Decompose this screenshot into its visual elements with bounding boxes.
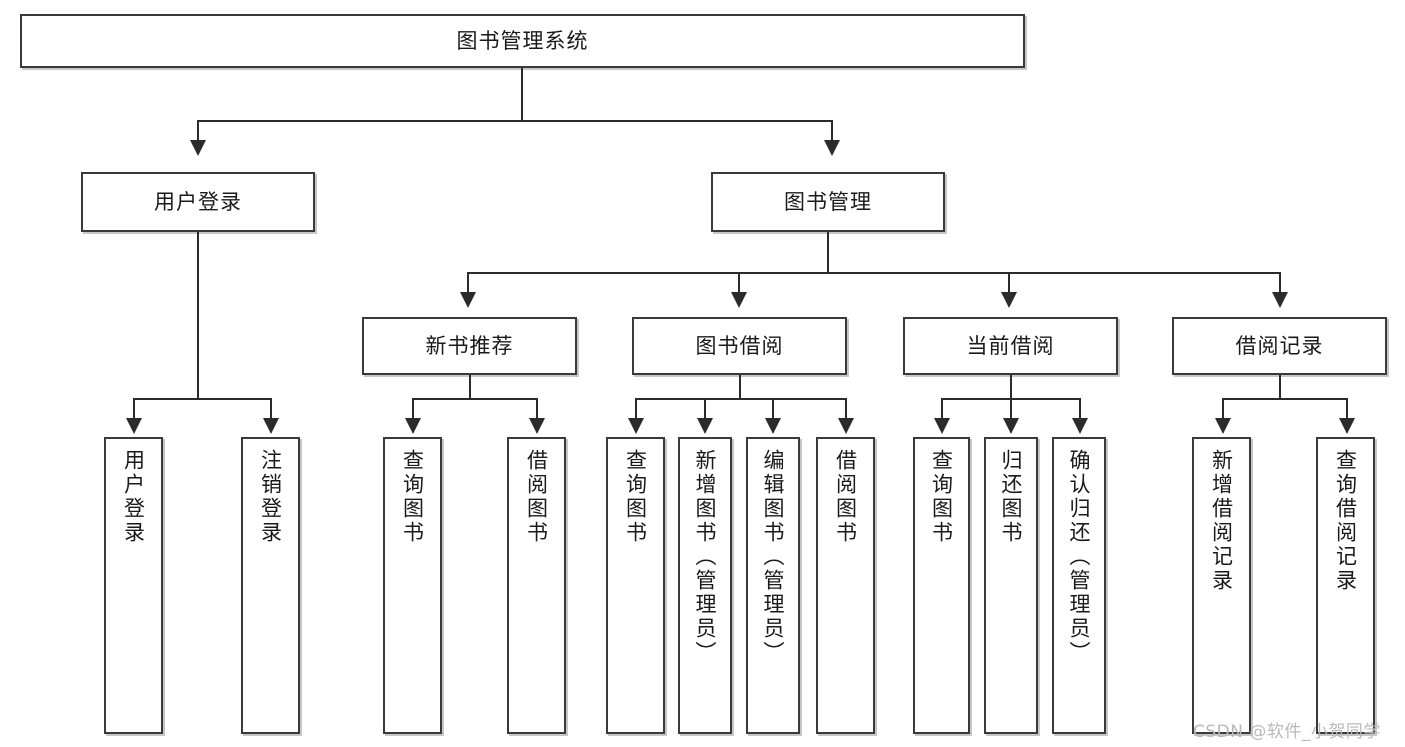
arrow-to-new-book-recommend [460,292,476,308]
leaf-query-book-1-label: 查询图书 [400,449,425,545]
connector-book-management-bus [467,272,1281,274]
arrow-to-leaf-user-login [126,418,142,434]
leaf-add-record-label: 新增借阅记录 [1209,449,1234,593]
leaf-add-record[interactable]: 新增借阅记录 [1192,437,1251,734]
leaf-borrow-book-1-label: 借阅图书 [524,449,549,545]
leaf-return-book-label: 归还图书 [999,449,1024,545]
leaf-user-login[interactable]: 用户登录 [104,437,163,734]
node-book-management[interactable]: 图书管理 [711,172,945,232]
node-new-book-recommend[interactable]: 新书推荐 [362,317,577,375]
leaf-query-book-2[interactable]: 查询图书 [606,437,665,734]
node-book-borrow[interactable]: 图书借阅 [632,317,847,375]
connector-bb-bus [635,398,847,400]
arrow-to-leaf-query-record [1339,418,1355,434]
node-root-label: 图书管理系统 [456,28,589,53]
connector-root-drop-book-management [831,120,833,142]
leaf-return-book[interactable]: 归还图书 [984,437,1038,734]
leaf-borrow-book-2-label: 借阅图书 [833,449,858,545]
arrow-to-leaf-borrow-book-1 [529,418,545,434]
connector-cb-drop-1 [941,398,943,420]
leaf-borrow-book-1[interactable]: 借阅图书 [507,437,566,734]
connector-bb-drop-2 [704,398,706,420]
arrow-to-leaf-confirm-return [1072,418,1088,434]
leaf-add-book[interactable]: 新增图书（管理员） [678,437,732,734]
node-user-login[interactable]: 用户登录 [81,172,315,232]
connector-bb-drop-3 [772,398,774,420]
leaf-query-book-3[interactable]: 查询图书 [913,437,970,734]
connector-cb-stem [1010,375,1012,398]
connector-cb-drop-2 [1010,398,1012,420]
connector-user-login-drop-2 [270,398,272,420]
arrow-to-user-login [190,140,206,156]
leaf-add-book-label: 新增图书（管理员） [693,449,718,665]
node-root[interactable]: 图书管理系统 [20,14,1025,68]
leaf-user-login-label: 用户登录 [121,449,146,545]
connector-bb-stem [739,375,741,398]
connector-root-drop-user-login [197,120,199,142]
node-user-login-label: 用户登录 [154,189,242,214]
connector-nbr-stem [469,375,471,398]
arrow-to-book-borrow [731,292,747,308]
connector-user-login-drop-1 [133,398,135,420]
leaf-query-record-label: 查询借阅记录 [1333,449,1358,593]
node-current-borrow[interactable]: 当前借阅 [903,317,1118,375]
connector-nbr-drop-2 [536,398,538,420]
arrow-to-current-borrow [1001,292,1017,308]
leaf-confirm-return-label: 确认归还（管理员） [1067,449,1092,665]
connector-nbr-drop-1 [412,398,414,420]
connector-bm-drop-book-borrow [738,272,740,294]
leaf-borrow-book-2[interactable]: 借阅图书 [816,437,875,734]
connector-bb-drop-4 [845,398,847,420]
leaf-user-logout-label: 注销登录 [258,449,283,545]
arrow-to-borrow-record [1272,292,1288,308]
connector-bm-drop-borrow-record [1279,272,1281,294]
arrow-to-leaf-edit-book [765,418,781,434]
leaf-user-logout[interactable]: 注销登录 [241,437,300,734]
connector-br-stem [1279,375,1281,398]
node-book-management-label: 图书管理 [784,189,872,214]
leaf-edit-book[interactable]: 编辑图书（管理员） [746,437,800,734]
arrow-to-leaf-user-logout [263,418,279,434]
arrow-to-leaf-query-book-3 [934,418,950,434]
arrow-to-leaf-borrow-book-2 [838,418,854,434]
leaf-query-book-2-label: 查询图书 [623,449,648,545]
node-current-borrow-label: 当前借阅 [966,333,1055,358]
connector-book-management-stem [827,232,829,272]
connector-bm-drop-current-borrow [1008,272,1010,294]
leaf-edit-book-label: 编辑图书（管理员） [761,449,786,665]
connector-br-drop-1 [1222,398,1224,420]
leaf-query-book-3-label: 查询图书 [929,449,954,545]
arrow-to-book-management [824,140,840,156]
connector-bm-drop-new-book [467,272,469,294]
leaf-query-book-1[interactable]: 查询图书 [383,437,442,734]
arrow-to-leaf-query-book-2 [628,418,644,434]
connector-root-stem [521,68,523,120]
connector-br-drop-2 [1346,398,1348,420]
arrow-to-leaf-return-book [1003,418,1019,434]
connector-br-bus [1222,398,1348,400]
connector-user-login-bus [133,398,271,400]
leaf-query-record[interactable]: 查询借阅记录 [1316,437,1375,734]
leaf-confirm-return[interactable]: 确认归还（管理员） [1052,437,1106,734]
node-borrow-record[interactable]: 借阅记录 [1172,317,1387,375]
csdn-watermark: CSDN @软件_小贺同学 [1193,722,1381,742]
arrow-to-leaf-query-book-1 [405,418,421,434]
connector-root-bus [197,120,833,122]
connector-cb-drop-3 [1079,398,1081,420]
node-new-book-recommend-label: 新书推荐 [425,333,514,358]
connector-user-login-stem [197,232,199,398]
connector-nbr-bus [412,398,537,400]
arrow-to-leaf-add-record [1215,418,1231,434]
connector-bb-drop-1 [635,398,637,420]
node-book-borrow-label: 图书借阅 [695,333,784,358]
arrow-to-leaf-add-book [697,418,713,434]
node-borrow-record-label: 借阅记录 [1235,333,1324,358]
